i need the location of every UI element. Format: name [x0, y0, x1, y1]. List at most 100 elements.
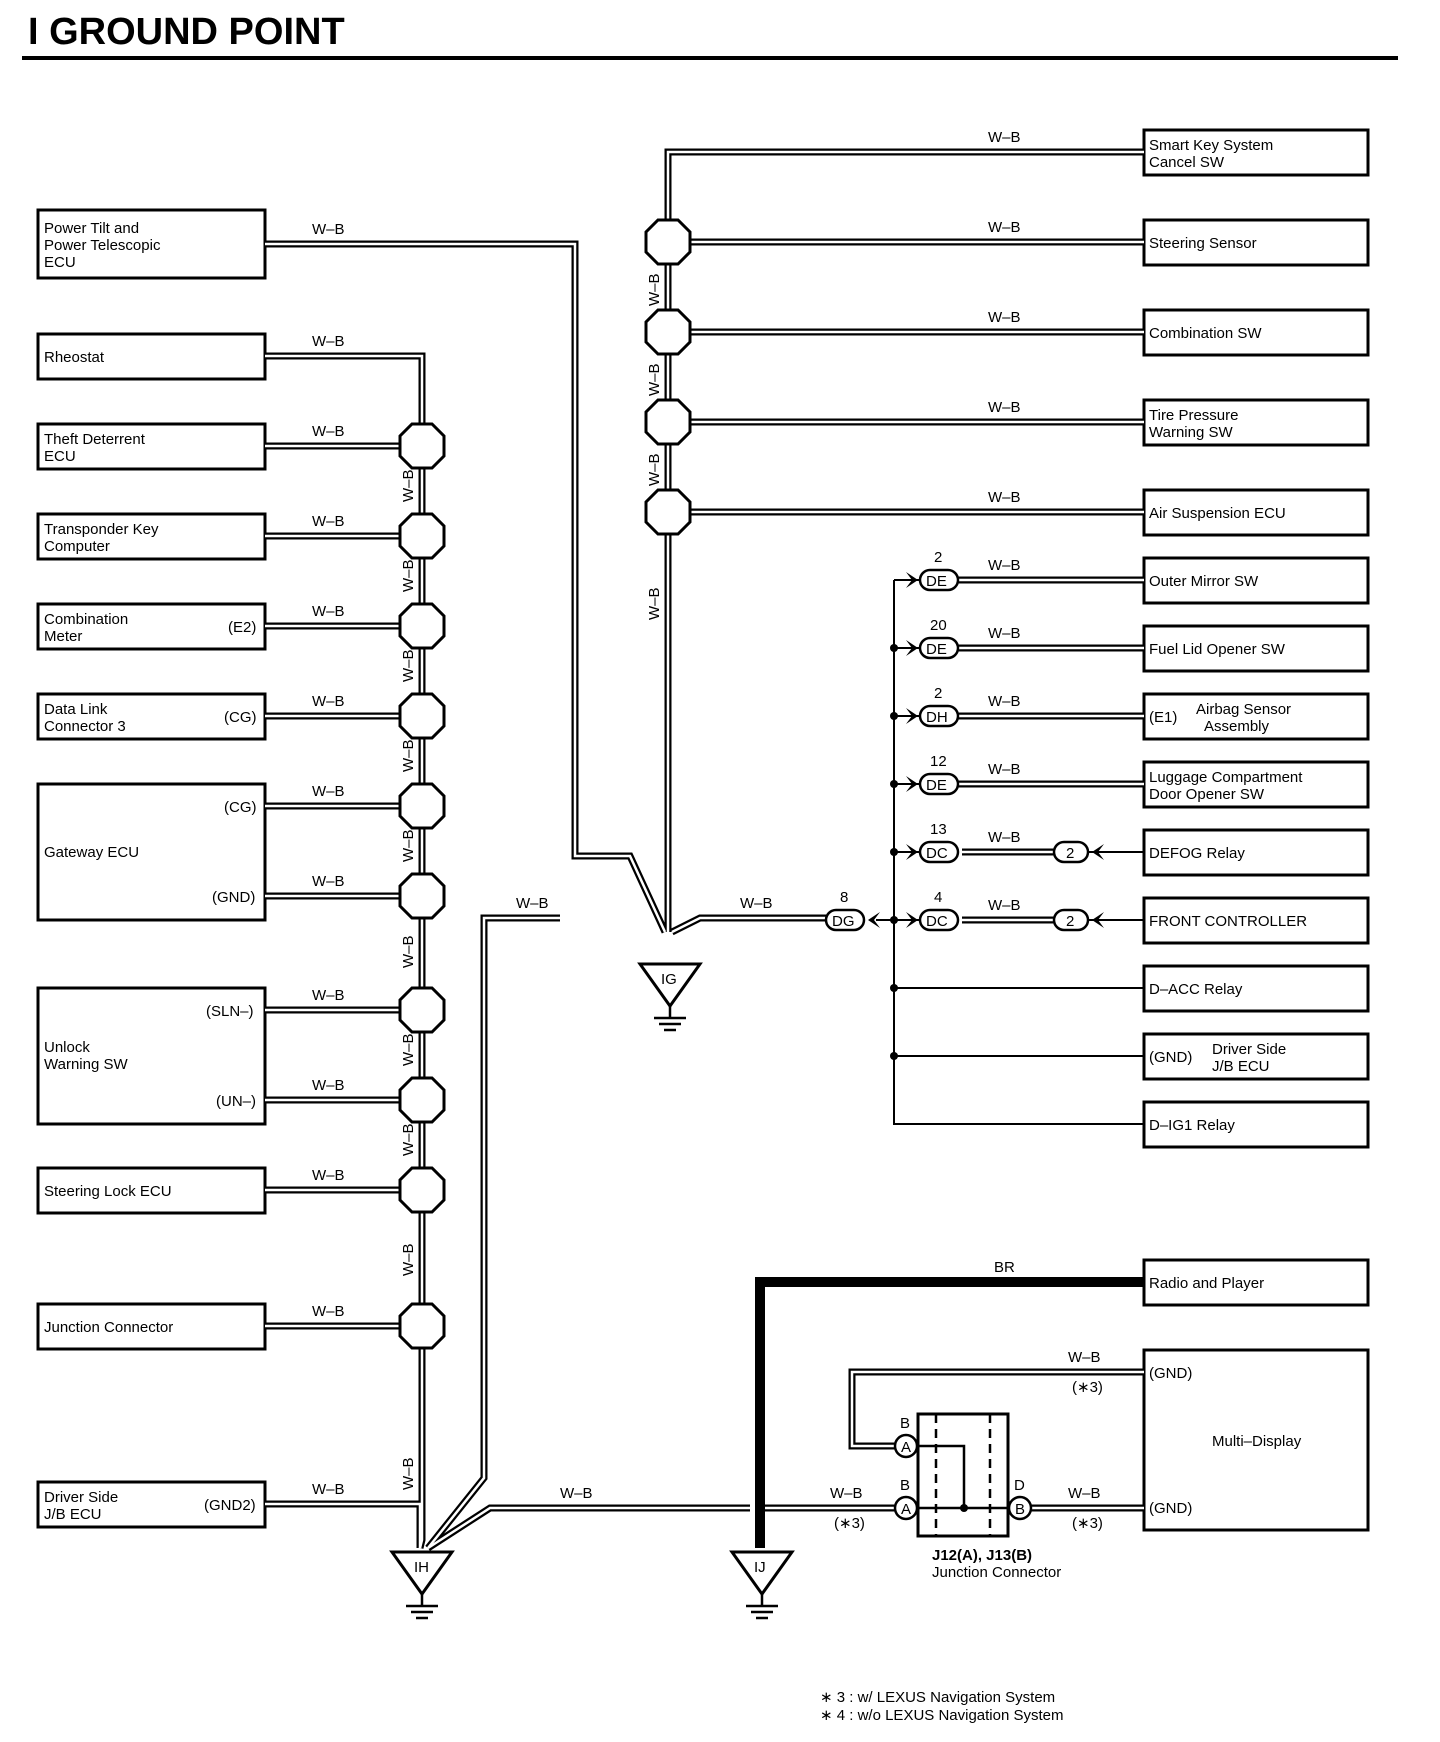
label-unlock-1: Unlock	[44, 1039, 90, 1056]
pin-airbag: (E1)	[1149, 709, 1177, 726]
vlabel-r2: W–B	[646, 363, 663, 396]
hlabel-air: W–B	[988, 489, 1021, 506]
label-theft-2: ECU	[44, 448, 76, 465]
hlabel-theft: W–B	[312, 423, 345, 440]
ground-ij-label: IJ	[754, 1559, 766, 1576]
hlabel-unlock-un: W–B	[312, 1077, 345, 1094]
box-theft-deterrent	[36, 422, 267, 471]
hlabel-airbag: W–B	[988, 693, 1021, 710]
label-transponder-1: Transponder Key	[44, 521, 159, 538]
pin-unlock-sln: (SLN–)	[206, 1003, 254, 1020]
note-md-top: (∗3)	[1072, 1379, 1103, 1396]
hlabel-md-bottom: W–B	[1068, 1485, 1101, 1502]
hlabel-luggage: W–B	[988, 761, 1021, 778]
box-front-controller	[1142, 896, 1370, 945]
note-md-bottom: (∗3)	[1072, 1515, 1103, 1532]
hlabel-junction: W–B	[312, 1303, 345, 1320]
hlabel-rheostat: W–B	[312, 333, 345, 350]
hlabel-front: W–B	[988, 897, 1021, 914]
label-fuel-lid: Fuel Lid Opener SW	[1149, 641, 1286, 658]
ground-ih-label: IH	[414, 1559, 429, 1576]
box-steering-lock	[36, 1166, 267, 1215]
hlabel-smartkey: W–B	[988, 129, 1021, 146]
box-outer-mirror	[1142, 556, 1370, 605]
note-jct-in: (∗3)	[834, 1515, 865, 1532]
junction-dashes	[934, 1414, 992, 1536]
vlabel-9: W–B	[400, 1243, 417, 1276]
box-driver-jb	[36, 1480, 267, 1529]
box-rheostat	[36, 332, 267, 381]
label-driverjb-2: J/B ECU	[44, 1506, 102, 1523]
junction-pin-b-top: B	[900, 1415, 910, 1432]
vlabel-3: W–B	[400, 649, 417, 682]
label-outer-mirror: Outer Mirror SW	[1149, 573, 1259, 590]
hlabel-outer: W–B	[988, 557, 1021, 574]
label-combmeter-1: Combination	[44, 611, 128, 628]
box-airbag	[1142, 692, 1370, 741]
box-driver-jb-right	[1142, 1032, 1370, 1081]
label-junction-connector: Junction Connector	[44, 1319, 173, 1336]
label-tire-2: Warning SW	[1149, 424, 1233, 441]
label-dacc: D–ACC Relay	[1149, 981, 1243, 998]
connector-pills	[824, 568, 1090, 932]
label-rheostat: Rheostat	[44, 349, 105, 366]
vlabel-2: W–B	[400, 559, 417, 592]
ground-ig-label: IG	[661, 971, 677, 988]
vlabel-r3: W–B	[646, 453, 663, 486]
vlabel-5: W–B	[400, 829, 417, 862]
conn-de-2-code: DE	[926, 573, 947, 590]
vlabel-7: W–B	[400, 1033, 417, 1066]
hlabel-steering-lock: W–B	[312, 1167, 345, 1184]
hlabel-md-top: W–B	[1068, 1349, 1101, 1366]
junction-pin-a-top: A	[901, 1439, 911, 1456]
label-airbag-1: Airbag Sensor	[1196, 701, 1291, 718]
junction-pin-a-bottom: A	[901, 1501, 911, 1518]
junction-pin-b-bottom: B	[900, 1477, 910, 1494]
hlabel-ig-dg: W–B	[740, 895, 773, 912]
box-gateway	[36, 782, 267, 922]
label-smartkey-1: Smart Key System	[1149, 137, 1273, 154]
pin-unlock-un: (UN–)	[216, 1093, 256, 1110]
label-luggage-1: Luggage Compartment	[1149, 769, 1303, 786]
label-radio: Radio and Player	[1149, 1275, 1264, 1292]
label-airbag-2: Assembly	[1204, 718, 1270, 735]
pin-driverjb-right: (GND)	[1149, 1049, 1192, 1066]
pin-gateway-gnd: (GND)	[212, 889, 255, 906]
junction-pin-d: D	[1014, 1477, 1025, 1494]
junction-dot	[960, 1504, 968, 1512]
hlabel-driverjb: W–B	[312, 1481, 345, 1498]
hlabel-ih-ig: W–B	[516, 895, 549, 912]
hlabel-transponder: W–B	[312, 513, 345, 530]
box-junction-connector	[36, 1302, 267, 1351]
label-luggage-2: Door Opener SW	[1149, 786, 1265, 803]
label-steering-sensor: Steering Sensor	[1149, 235, 1257, 252]
box-dacc	[1142, 964, 1370, 1013]
label-defog: DEFOG Relay	[1149, 845, 1245, 862]
conn-de-12-num: 12	[930, 753, 947, 770]
hlabel-combmeter: W–B	[312, 603, 345, 620]
box-luggage	[1142, 760, 1370, 809]
conn-dg-8-num: 8	[840, 889, 848, 906]
box-air-suspension	[1142, 488, 1370, 537]
conn-dc-13-num: 13	[930, 821, 947, 838]
pin-multidisplay-bottom: (GND)	[1149, 1500, 1192, 1517]
hlabel-defog: W–B	[988, 829, 1021, 846]
label-steering-lock: Steering Lock ECU	[44, 1183, 172, 1200]
label-front-controller: FRONT CONTROLLER	[1149, 913, 1307, 930]
pin-gateway-cg: (CG)	[224, 799, 257, 816]
conn-dg-8-code: DG	[832, 913, 855, 930]
hlabel-gateway-gnd: W–B	[312, 873, 345, 890]
hlabel-datalink: W–B	[312, 693, 345, 710]
vlabel-r1: W–B	[646, 273, 663, 306]
hlabel-steering-sensor: W–B	[988, 219, 1021, 236]
label-dig1: D–IG1 Relay	[1149, 1117, 1235, 1134]
footnote-3: ∗ 3 : w/ LEXUS Navigation System	[820, 1689, 1055, 1706]
label-theft-1: Theft Deterrent	[44, 431, 146, 448]
vlabel-1: W–B	[400, 469, 417, 502]
label-tire-1: Tire Pressure	[1149, 407, 1238, 424]
label-multi-display: Multi–Display	[1212, 1433, 1302, 1450]
conn-dc-13-code: DC	[926, 845, 948, 862]
wire-outer	[265, 148, 1144, 1551]
relay-pin-front: 2	[1066, 913, 1074, 930]
footnote-4: ∗ 4 : w/o LEXUS Navigation System	[820, 1707, 1064, 1724]
